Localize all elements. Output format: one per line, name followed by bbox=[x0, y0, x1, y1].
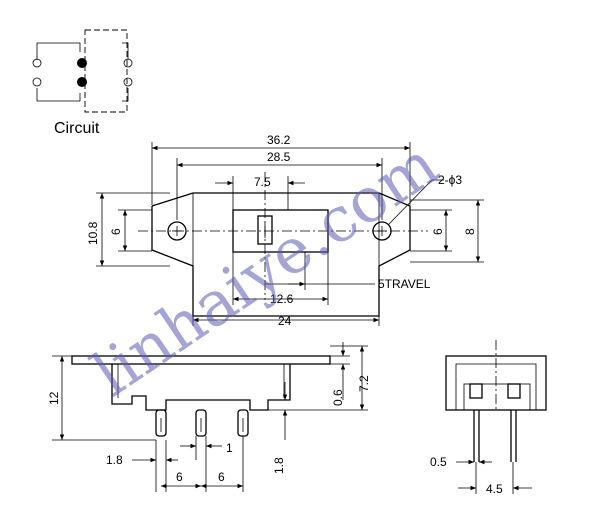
dim-12-6: 12.6 bbox=[270, 292, 294, 306]
dim-6-b: 6 bbox=[218, 470, 225, 484]
dim-7-5: 7.5 bbox=[254, 175, 271, 189]
watermark: linhaiye.com bbox=[80, 127, 451, 410]
mount-hole-left bbox=[167, 221, 187, 241]
dim-28-5: 28.5 bbox=[267, 150, 291, 164]
side-terminals bbox=[155, 409, 249, 437]
dim-10-8: 10.8 bbox=[86, 221, 100, 245]
circuit-common-contact bbox=[77, 58, 87, 68]
dim-travel: 5TRAVEL bbox=[378, 277, 431, 291]
dim-right-6: 6 bbox=[431, 228, 445, 235]
circuit-diagram: Circuit bbox=[32, 29, 133, 137]
side-mount-plate bbox=[71, 355, 331, 365]
end-view: 0.5 4.5 bbox=[430, 340, 547, 496]
dim-left-6: 6 bbox=[109, 228, 123, 235]
dim-4-5: 4.5 bbox=[486, 482, 503, 496]
circuit-contact bbox=[123, 58, 133, 68]
dim-6-a: 6 bbox=[176, 470, 183, 484]
dim-hole: 2-ϕ3 bbox=[438, 173, 462, 187]
dim-0-5: 0.5 bbox=[430, 455, 447, 469]
dim-1: 1 bbox=[226, 441, 233, 455]
dim-7-2: 7.2 bbox=[357, 375, 371, 392]
circuit-common-contact bbox=[77, 77, 87, 87]
dim-0-6: 0.6 bbox=[331, 389, 345, 406]
top-view: 36.2 28.5 7.5 2-ϕ3 10.8 6 6 8 bbox=[86, 133, 484, 328]
circuit-contact bbox=[123, 77, 133, 87]
dim-24: 24 bbox=[278, 314, 292, 328]
dim-12: 12 bbox=[47, 391, 61, 405]
side-view: 12 0.6 7.2 1.8 1 6 6 1.8 bbox=[47, 342, 371, 492]
dim-1-8-left: 1.8 bbox=[106, 453, 123, 467]
circuit-contact bbox=[32, 77, 42, 87]
dim-right-8: 8 bbox=[463, 228, 477, 235]
circuit-contact bbox=[32, 58, 42, 68]
dim-1-8-right: 1.8 bbox=[272, 457, 286, 474]
circuit-label: Circuit bbox=[54, 120, 100, 137]
dim-36-2: 36.2 bbox=[267, 133, 291, 147]
